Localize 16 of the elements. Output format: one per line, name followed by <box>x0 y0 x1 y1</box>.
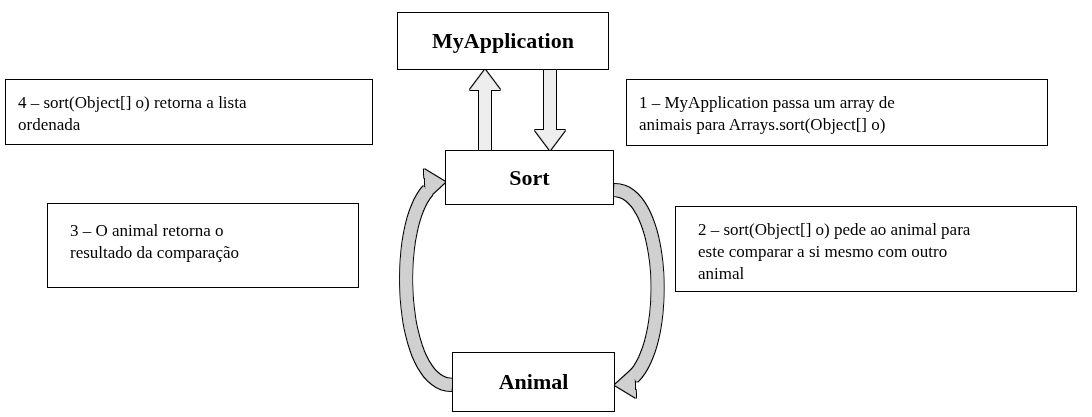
class-box <box>445 150 614 205</box>
class-box <box>397 12 609 70</box>
class-name: Animal <box>498 368 569 396</box>
note-box <box>5 79 373 145</box>
block-arrow <box>612 184 664 399</box>
class-box <box>452 352 615 412</box>
note-box <box>675 206 1077 292</box>
step-text: 1 – MyApplication passa um array de animais para Arrays.sort(Object[] o) <box>639 92 896 136</box>
block-arrow <box>400 169 454 391</box>
note-box <box>626 79 1048 146</box>
step-text: 3 – O animal retorna o resultado da comparação <box>70 220 240 264</box>
step-text: 4 – sort(Object[] o) retorna a lista ordenada <box>18 92 248 136</box>
note-box <box>47 203 359 288</box>
class-name: Sort <box>509 163 550 192</box>
step-text: 2 – sort(Object[] o) pede ao animal para este comparar a si mesmo com outro animal <box>698 219 972 285</box>
class-name: MyApplication <box>432 27 574 55</box>
